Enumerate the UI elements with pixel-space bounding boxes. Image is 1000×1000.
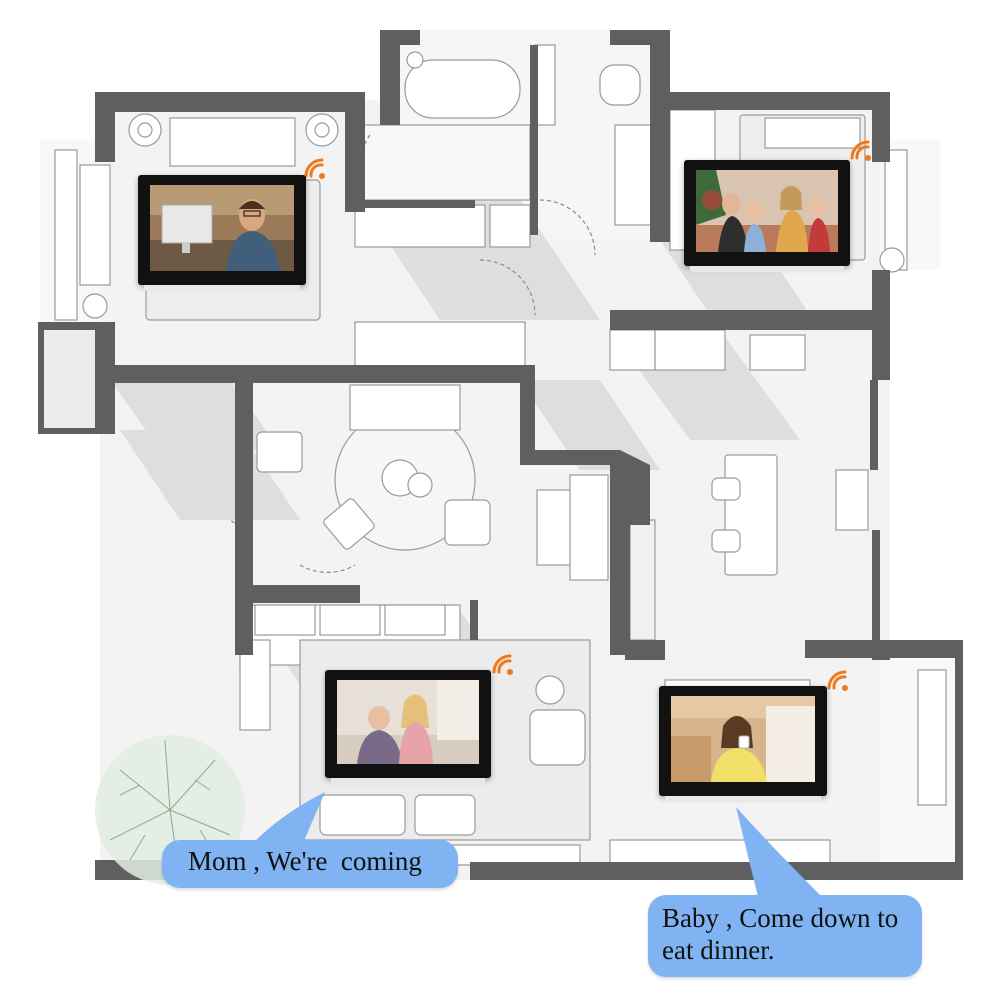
speech-bubble-left-text: Mom , We're coming xyxy=(188,846,422,876)
speech-bubble-right: Baby , Come down to eat dinner. xyxy=(648,895,922,977)
sofa-icon xyxy=(349,384,461,431)
speech-bubble-right-line2: eat dinner. xyxy=(662,935,775,965)
speech-bubble-tail-right xyxy=(736,807,830,905)
toilet-icon xyxy=(599,64,641,106)
piano-icon xyxy=(569,474,609,581)
bathtub-icon xyxy=(404,59,521,119)
video-feed-grandma-and-child xyxy=(337,680,479,764)
wifi-signal-icon xyxy=(304,158,325,179)
wifi-signal-icon xyxy=(827,670,848,691)
wifi-signal-icon xyxy=(492,654,513,675)
intercom-monitor-kids-room xyxy=(684,160,850,272)
speech-bubble-left: Mom , We're coming xyxy=(162,840,458,888)
intercom-monitor-living-room xyxy=(325,670,491,784)
dining-table-icon xyxy=(724,454,778,576)
video-feed-family xyxy=(696,170,838,252)
wifi-signal-icon xyxy=(850,140,871,161)
video-feed-woman-with-cup xyxy=(671,696,815,782)
speech-bubble-right-line1: Baby , Come down to xyxy=(662,903,899,933)
intercom-monitor-dining-room xyxy=(659,686,827,802)
video-feed-man-at-desk xyxy=(150,185,294,271)
intercom-monitor-bedroom xyxy=(138,175,306,291)
